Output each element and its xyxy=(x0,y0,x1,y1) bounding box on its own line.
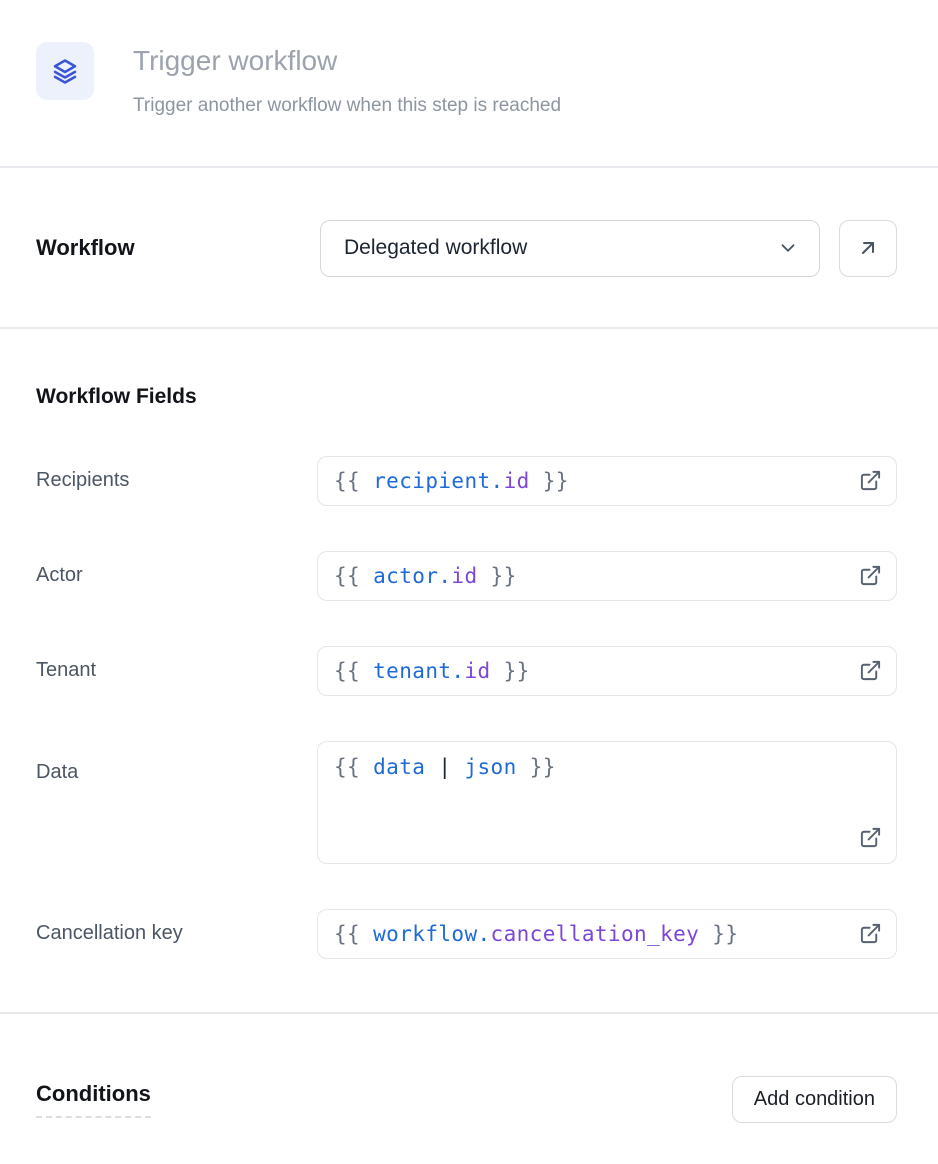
field-label: Data xyxy=(36,760,79,783)
external-link-icon[interactable] xyxy=(857,468,883,494)
chevron-down-icon xyxy=(777,237,799,259)
workflow-select-value: Delegated workflow xyxy=(344,236,528,260)
workflow-field-row: Actor {{ actor.id }} xyxy=(36,550,897,601)
layers-icon xyxy=(36,42,94,100)
workflow-selector-controls: Delegated workflow xyxy=(320,219,897,277)
liquid-template-input[interactable]: {{ data | json }} xyxy=(317,740,897,864)
external-link-icon[interactable] xyxy=(857,563,883,589)
page-subtitle: Trigger another workflow when this step … xyxy=(133,94,562,116)
workflow-field-row: Data {{ data | json }} xyxy=(36,740,897,864)
external-link-icon[interactable] xyxy=(857,825,883,851)
liquid-template-value: {{ data | json }} xyxy=(334,754,556,779)
workflow-fields-heading: Workflow Fields xyxy=(36,384,197,408)
external-link-icon[interactable] xyxy=(857,921,883,947)
workflow-fields-section: Workflow Fields Recipients {{ recipient.i… xyxy=(0,385,938,959)
liquid-template-input[interactable]: {{ recipient.id }} xyxy=(317,455,897,506)
liquid-template-value: {{ workflow.cancellation_key }} xyxy=(334,921,739,946)
liquid-template-input[interactable]: {{ workflow.cancellation_key }} xyxy=(317,908,897,959)
divider xyxy=(0,326,938,329)
workflow-field-row: Cancellation key {{ workflow.cancellation… xyxy=(36,908,897,959)
workflow-field-row: Tenant {{ tenant.id }} xyxy=(36,645,897,696)
liquid-template-value: {{ recipient.id }} xyxy=(334,468,569,493)
workflow-field-row: Recipients {{ recipient.id }} xyxy=(36,455,897,506)
header-text: Trigger workflow Trigger another workflo… xyxy=(133,42,561,117)
workflow-fields-list: Recipients {{ recipient.id }} Actor {{ acto… xyxy=(36,455,897,959)
workflow-select[interactable]: Delegated workflow xyxy=(320,219,820,277)
liquid-template-input[interactable]: {{ tenant.id }} xyxy=(317,645,897,696)
page-title: Trigger workflow xyxy=(133,45,338,76)
add-condition-button[interactable]: Add condition xyxy=(731,1075,897,1123)
panel-header: Trigger workflow Trigger another workflo… xyxy=(0,0,938,117)
external-link-icon[interactable] xyxy=(857,658,883,684)
field-label: Cancellation key xyxy=(36,922,183,945)
arrow-up-right-icon xyxy=(856,236,880,260)
workflow-label: Workflow xyxy=(36,235,135,261)
conditions-heading[interactable]: Conditions xyxy=(36,1081,151,1118)
divider xyxy=(0,1011,938,1014)
liquid-template-input[interactable]: {{ actor.id }} xyxy=(317,550,897,601)
conditions-section: Conditions Add condition xyxy=(36,1075,897,1123)
divider xyxy=(0,165,938,168)
field-label: Actor xyxy=(36,564,83,587)
field-label: Tenant xyxy=(36,659,97,682)
liquid-template-value: {{ actor.id }} xyxy=(334,563,517,588)
open-workflow-button[interactable] xyxy=(839,219,897,277)
field-label: Recipients xyxy=(36,469,130,492)
liquid-template-value: {{ tenant.id }} xyxy=(334,658,530,683)
workflow-selector-row: Workflow Delegated workflow xyxy=(36,219,897,277)
